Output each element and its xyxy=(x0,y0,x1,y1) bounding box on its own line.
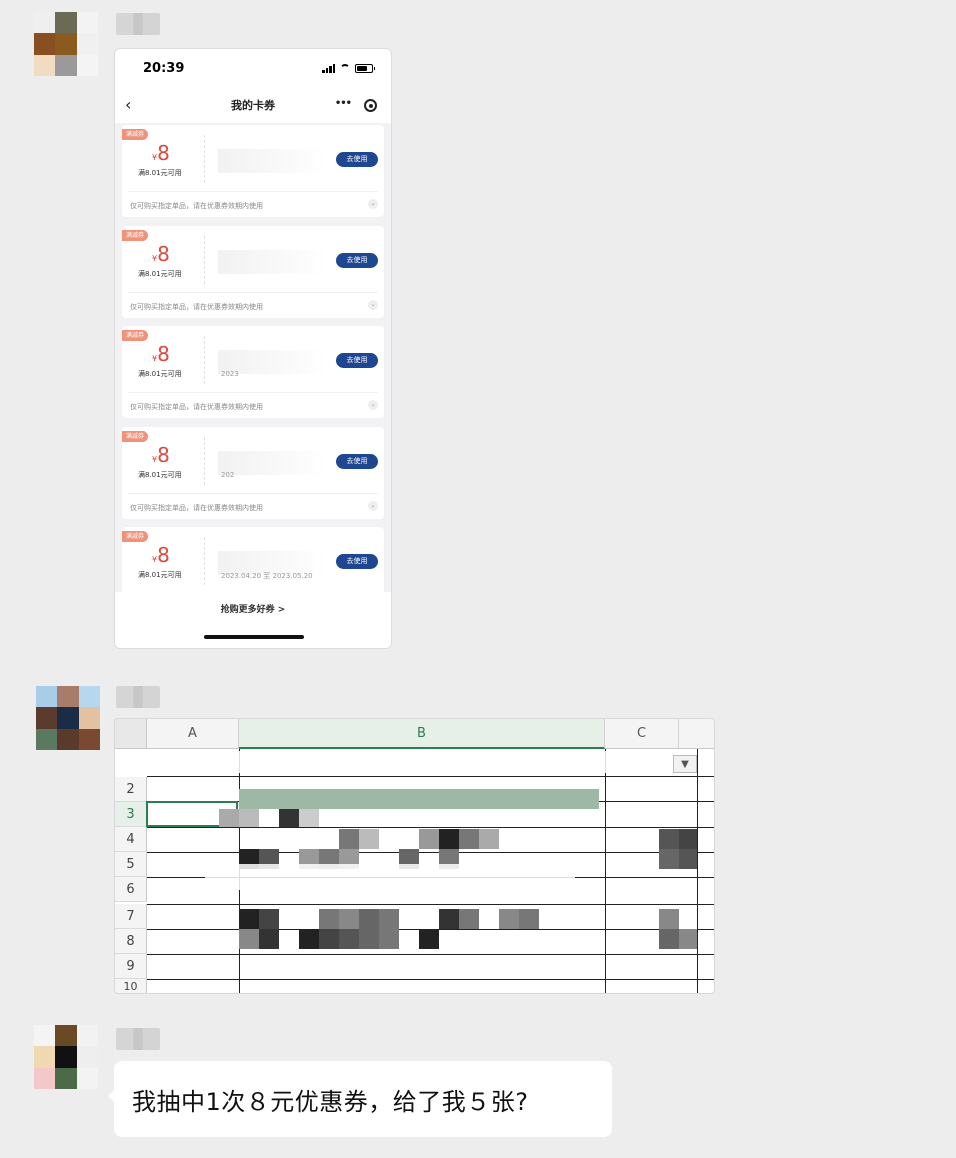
coupon-date: 202 xyxy=(221,471,235,479)
row-header[interactable]: 5 xyxy=(115,852,147,877)
coupon-amount: ¥8 xyxy=(152,242,170,266)
filter-dropdown-icon[interactable]: ▼ xyxy=(673,755,697,773)
sender-name-blurred xyxy=(116,686,160,708)
row-header[interactable]: 9 xyxy=(115,954,147,979)
coupon-card[interactable]: 满减券 ¥8 满8.01元可用 去使用 仅可购买指定单品，请在优惠券效期内使用 … xyxy=(122,125,384,217)
coupon-date: 2023.04.20 至 2023.05.20 xyxy=(221,572,313,580)
coupon-card[interactable]: 满减券 ¥8 满8.01元可用 去使用 仅可购买指定单品，请在优惠券效期内使用 … xyxy=(122,226,384,318)
row-header[interactable]: 4 xyxy=(115,827,147,852)
coupon-title-blurred xyxy=(218,451,328,475)
redacted-content xyxy=(219,809,239,827)
coupon-condition: 满8.01元可用 xyxy=(138,471,182,479)
row-header[interactable]: 10 xyxy=(115,979,147,993)
expand-chevron-icon[interactable]: ⌄ xyxy=(368,400,378,410)
sender-name-blurred xyxy=(116,1028,160,1050)
expand-chevron-icon[interactable]: ⌄ xyxy=(368,199,378,209)
coupon-title-blurred xyxy=(218,350,328,374)
coupon-badge: 满减券 xyxy=(122,431,149,442)
use-coupon-button[interactable]: 去使用 xyxy=(336,152,378,167)
coupon-amount: ¥8 xyxy=(152,443,170,467)
row-header[interactable]: 3 xyxy=(115,802,147,827)
spreadsheet-screenshot[interactable]: A B C 2 3 4 5 6 7 8 9 10 ▼ xyxy=(114,718,715,994)
expand-chevron-icon[interactable]: ⌄ xyxy=(368,300,378,310)
coupon-card[interactable]: 满减券 ¥8 满8.01元可用 202 去使用 仅可购买指定单品，请在优惠券效期… xyxy=(122,427,384,519)
coupon-date: 2023 xyxy=(221,370,239,378)
coupon-amount: ¥8 xyxy=(152,543,170,567)
home-indicator xyxy=(204,635,304,639)
row-header[interactable]: 8 xyxy=(115,929,147,954)
coupon-card[interactable]: 满减券 ¥8 满8.01元可用 2023 去使用 仅可购买指定单品，请在优惠券效… xyxy=(122,326,384,418)
coupon-badge: 满减券 xyxy=(122,230,149,241)
highlighted-cell[interactable] xyxy=(239,789,599,809)
sender-name-blurred xyxy=(116,13,160,35)
row-header[interactable]: 6 xyxy=(115,877,147,902)
back-chevron-icon[interactable]: ‹ xyxy=(125,95,132,114)
coupon-note: 仅可购买指定单品，请在优惠券效期内使用 xyxy=(130,202,263,210)
column-header-d[interactable] xyxy=(679,719,714,749)
coupon-card[interactable]: 满减券 ¥8 满8.01元可用 2023.04.20 至 2023.05.20 … xyxy=(122,527,384,619)
more-menu-icon[interactable]: ••• xyxy=(334,98,352,109)
coupon-condition: 满8.01元可用 xyxy=(138,169,182,177)
use-coupon-button[interactable]: 去使用 xyxy=(336,353,378,368)
coupon-title-blurred xyxy=(218,551,328,575)
use-coupon-button[interactable]: 去使用 xyxy=(336,554,378,569)
page-title: 我的卡券 xyxy=(231,99,275,112)
coupon-condition: 满8.01元可用 xyxy=(138,370,182,378)
bottom-bar: 抢购更多好券 > xyxy=(115,592,391,648)
sheet-corner[interactable] xyxy=(115,719,147,749)
coupon-title-blurred xyxy=(218,149,328,173)
coupon-condition: 满8.01元可用 xyxy=(138,270,182,278)
row-header[interactable]: 2 xyxy=(115,777,147,802)
use-coupon-button[interactable]: 去使用 xyxy=(336,454,378,469)
nav-bar: ‹ 我的卡券 ••• xyxy=(115,87,391,123)
use-coupon-button[interactable]: 去使用 xyxy=(336,253,378,268)
coupon-note: 仅可购买指定单品，请在优惠券效期内使用 xyxy=(130,303,263,311)
signal-icon xyxy=(322,63,335,73)
column-header-a[interactable]: A xyxy=(147,719,239,749)
expand-chevron-icon[interactable]: ⌄ xyxy=(368,501,378,511)
coupon-separator xyxy=(204,135,205,183)
chat-message-bubble[interactable]: 我抽中1次８元优惠券，给了我５张? xyxy=(108,1061,612,1137)
coupon-condition: 满8.01元可用 xyxy=(138,571,182,579)
status-bar: 20:39 xyxy=(115,49,391,87)
coupon-badge: 满减券 xyxy=(122,330,149,341)
coupon-badge: 满减券 xyxy=(122,129,149,140)
column-header-b[interactable]: B xyxy=(239,719,605,749)
wifi-icon xyxy=(340,64,350,72)
coupon-screenshot[interactable]: 20:39 ‹ 我的卡券 ••• 满减券 ¥8 满8.01元可用 去使用 仅可购… xyxy=(114,48,392,649)
coupon-amount: ¥8 xyxy=(152,141,170,165)
coupon-badge: 满减券 xyxy=(122,531,149,542)
battery-icon xyxy=(355,63,375,73)
coupon-title-blurred xyxy=(218,250,328,274)
row-header[interactable]: 7 xyxy=(115,904,147,929)
status-time: 20:39 xyxy=(143,60,185,76)
avatar[interactable] xyxy=(34,12,98,76)
coupon-note: 仅可购买指定单品，请在优惠券效期内使用 xyxy=(130,504,263,512)
avatar[interactable] xyxy=(36,686,100,750)
chat-message-text: 我抽中1次８元优惠券，给了我５张? xyxy=(132,1087,529,1116)
avatar[interactable] xyxy=(34,1025,98,1089)
column-header-c[interactable]: C xyxy=(605,719,679,749)
more-coupons-link[interactable]: 抢购更多好券 > xyxy=(220,605,286,615)
close-target-icon[interactable] xyxy=(364,99,377,112)
coupon-note: 仅可购买指定单品，请在优惠券效期内使用 xyxy=(130,403,263,411)
coupon-amount: ¥8 xyxy=(152,342,170,366)
